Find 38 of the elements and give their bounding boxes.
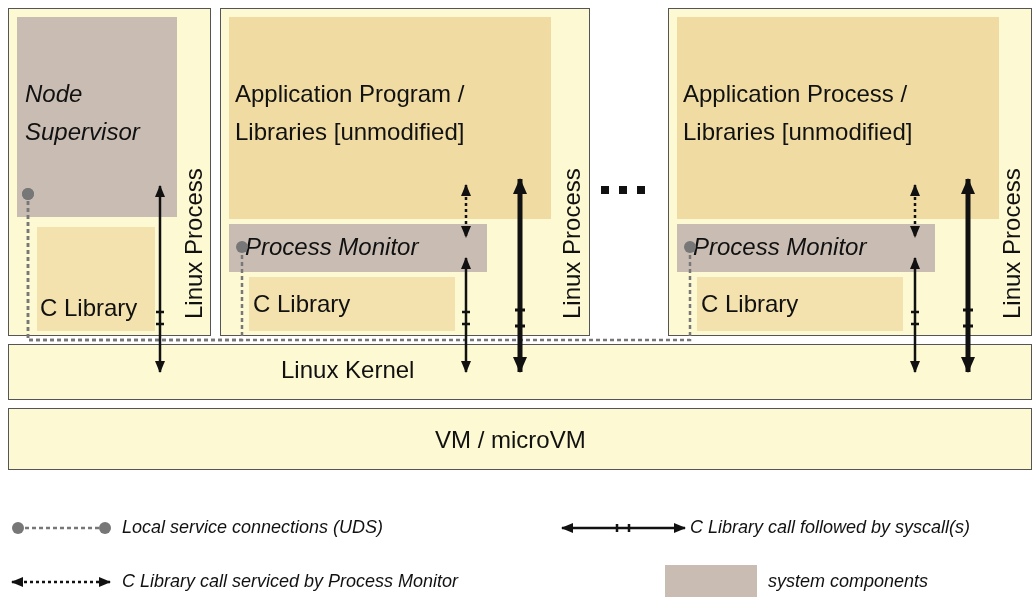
node-label: C Library — [253, 289, 351, 319]
supervisor-box — [17, 17, 177, 217]
arrow — [910, 184, 920, 238]
application-box — [677, 17, 999, 219]
node-label: VM / microVM — [435, 425, 586, 455]
legend-label: C Library call followed by syscall(s) — [690, 517, 971, 538]
arrow — [961, 178, 975, 373]
arrow — [155, 185, 165, 373]
process-panel — [220, 8, 590, 336]
legend-label: Local service connections (UDS) — [122, 517, 384, 538]
node-label: Node Supervisor — [25, 79, 142, 147]
node-label: C Library — [701, 289, 799, 319]
vertical-label: Linux Process — [559, 167, 585, 319]
kernel-layer — [8, 344, 1032, 400]
legend-label: C Library call serviced by Process Monitor — [122, 571, 459, 592]
node-label: Linux Kernel — [281, 355, 415, 385]
vm-layer — [8, 408, 1032, 470]
node-label: C Library — [40, 293, 138, 323]
monitor-box — [229, 224, 487, 272]
node-label: Application Program / Libraries [unmodified] — [235, 79, 466, 147]
process-panel — [668, 8, 1032, 336]
arrow — [461, 257, 471, 373]
library-box — [37, 227, 155, 331]
monitor-box — [677, 224, 935, 272]
application-box — [229, 17, 551, 219]
vertical-label: Linux Process — [999, 167, 1025, 319]
arrow — [910, 257, 920, 373]
library-box — [249, 277, 455, 331]
process-panel — [8, 8, 211, 336]
node-label: Process Monitor — [245, 232, 419, 262]
vertical-label: Linux Process — [181, 167, 207, 319]
connection-line — [22, 188, 696, 342]
arrow — [513, 178, 527, 373]
arrow — [461, 184, 471, 238]
node-label: Process Monitor — [693, 232, 867, 262]
library-box — [697, 277, 903, 331]
node-label: Application Process / Libraries [unmodified] — [683, 79, 914, 147]
legend-label: system components — [768, 571, 929, 592]
